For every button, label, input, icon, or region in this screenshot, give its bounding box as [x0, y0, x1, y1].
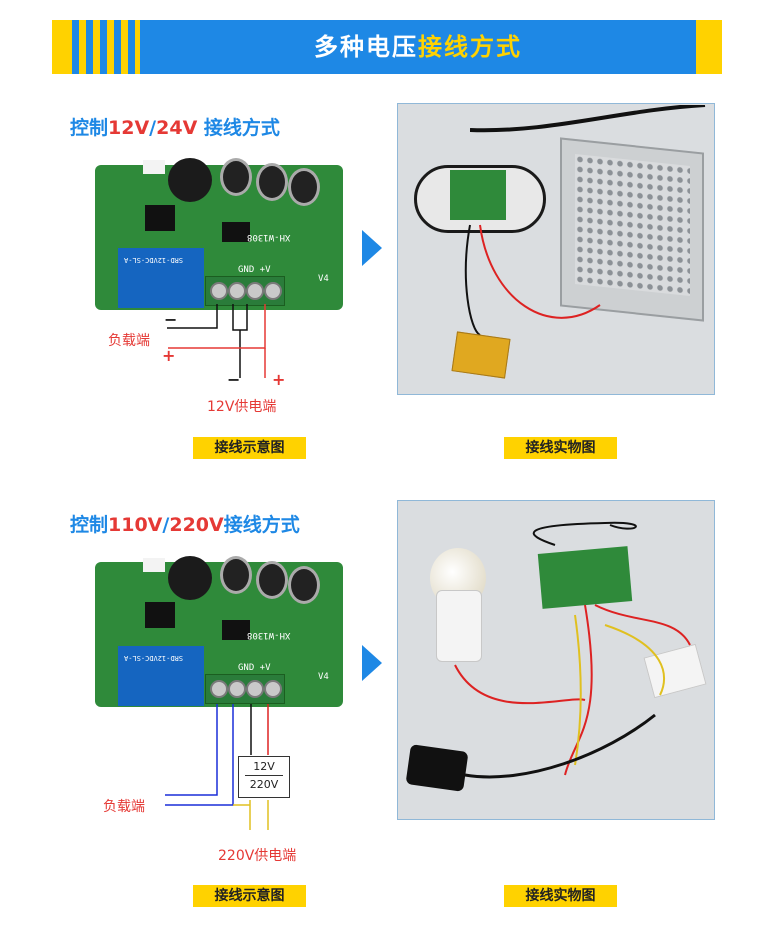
terminal-screw [228, 282, 246, 300]
terminal-screw [228, 680, 246, 698]
pcb-v4-label: V4 [318, 274, 329, 284]
section1-voltage-2: 24V [156, 117, 198, 139]
pcb-model-label: XH-W1308 [247, 232, 291, 242]
section1-title-prefix: 控制 [70, 117, 109, 139]
plus-sign: + [272, 370, 286, 389]
controller-pcb [450, 170, 506, 220]
terminal-label: GND +V [238, 265, 271, 275]
terminal-screw [210, 680, 228, 698]
power-module: 12V 220V [238, 756, 290, 798]
section2-title-suffix: 接线方式 [223, 514, 300, 536]
capacitor [288, 168, 320, 206]
terminal-screw [264, 282, 282, 300]
terminal-screw [210, 282, 228, 300]
title-main: 多种电压 [314, 33, 418, 61]
capacitor [288, 566, 320, 604]
terminal-label: GND +V [238, 663, 271, 673]
power-cable [469, 103, 710, 135]
banner-stripe [128, 20, 135, 74]
caption-photo-1: 接线实物图 [504, 437, 617, 459]
wiring-diagram-2 [165, 704, 269, 830]
section2-voltage-2: 220V [169, 514, 224, 536]
power-supply-label: 220V供电端 [218, 848, 297, 864]
caption-photo-2: 接线实物图 [504, 885, 617, 907]
buzzer [168, 158, 212, 202]
arrow-right-icon [362, 645, 382, 681]
caption-diagram-1: 接线示意图 [193, 437, 306, 459]
relay [118, 248, 204, 308]
banner-stripe [86, 20, 93, 74]
capacitor [220, 158, 252, 196]
photo-wires [454, 521, 691, 779]
section2-title-prefix: 控制 [70, 514, 109, 536]
arrow-right-icon [362, 230, 382, 266]
chip [222, 222, 250, 242]
connector [143, 558, 165, 572]
pcb-v4-label: V4 [318, 672, 329, 682]
page-title: 多种电压接线方式 [140, 20, 696, 74]
connector [143, 160, 165, 174]
minus-sign: − [164, 310, 178, 329]
banner-title-bg [140, 20, 696, 74]
terminal-screw [264, 680, 282, 698]
heating-pad [451, 331, 511, 379]
chip [145, 602, 175, 628]
caption-diagram-2: 接线示意图 [193, 885, 306, 907]
banner-stripe [72, 20, 79, 74]
pcb-model-label: XH-W1308 [247, 630, 291, 640]
power-plug [405, 744, 469, 792]
chip [222, 620, 250, 640]
section2-title: 控制110V/220V接线方式 [70, 510, 300, 537]
banner-stripe [114, 20, 121, 74]
photo-wires [464, 224, 601, 336]
buzzer [168, 556, 212, 600]
capacitor [220, 556, 252, 594]
banner-stripe [100, 20, 107, 74]
section1-voltage-1: 12V [108, 117, 150, 139]
module-top-label: 12V [253, 760, 275, 773]
relay-label: SRD-12VDC-SL-A [124, 654, 184, 662]
section1-title: 控制12V/24V 接线方式 [70, 113, 280, 140]
module-bottom-label: 220V [245, 775, 283, 791]
section1-title-suffix: 接线方式 [197, 117, 280, 139]
section2-title-sep: / [162, 514, 170, 536]
chip [145, 205, 175, 231]
relay-label: SRD-12VDC-SL-A [124, 256, 184, 264]
load-terminal-label: 负载端 [103, 799, 145, 815]
relay [118, 646, 204, 706]
minus-sign: − [227, 370, 241, 389]
terminal-screw [246, 680, 264, 698]
load-terminal-label: 负载端 [108, 333, 150, 349]
wiring-diagram-1 [167, 304, 266, 378]
section2-voltage-1: 110V [108, 514, 163, 536]
capacitor [256, 163, 288, 201]
lamp-socket [436, 590, 482, 662]
terminal-screw [246, 282, 264, 300]
capacitor [256, 561, 288, 599]
section1-title-sep: / [149, 117, 157, 139]
power-supply-label: 12V供电端 [207, 399, 277, 415]
title-accent: 接线方式 [418, 33, 522, 61]
plus-sign: + [162, 346, 176, 365]
